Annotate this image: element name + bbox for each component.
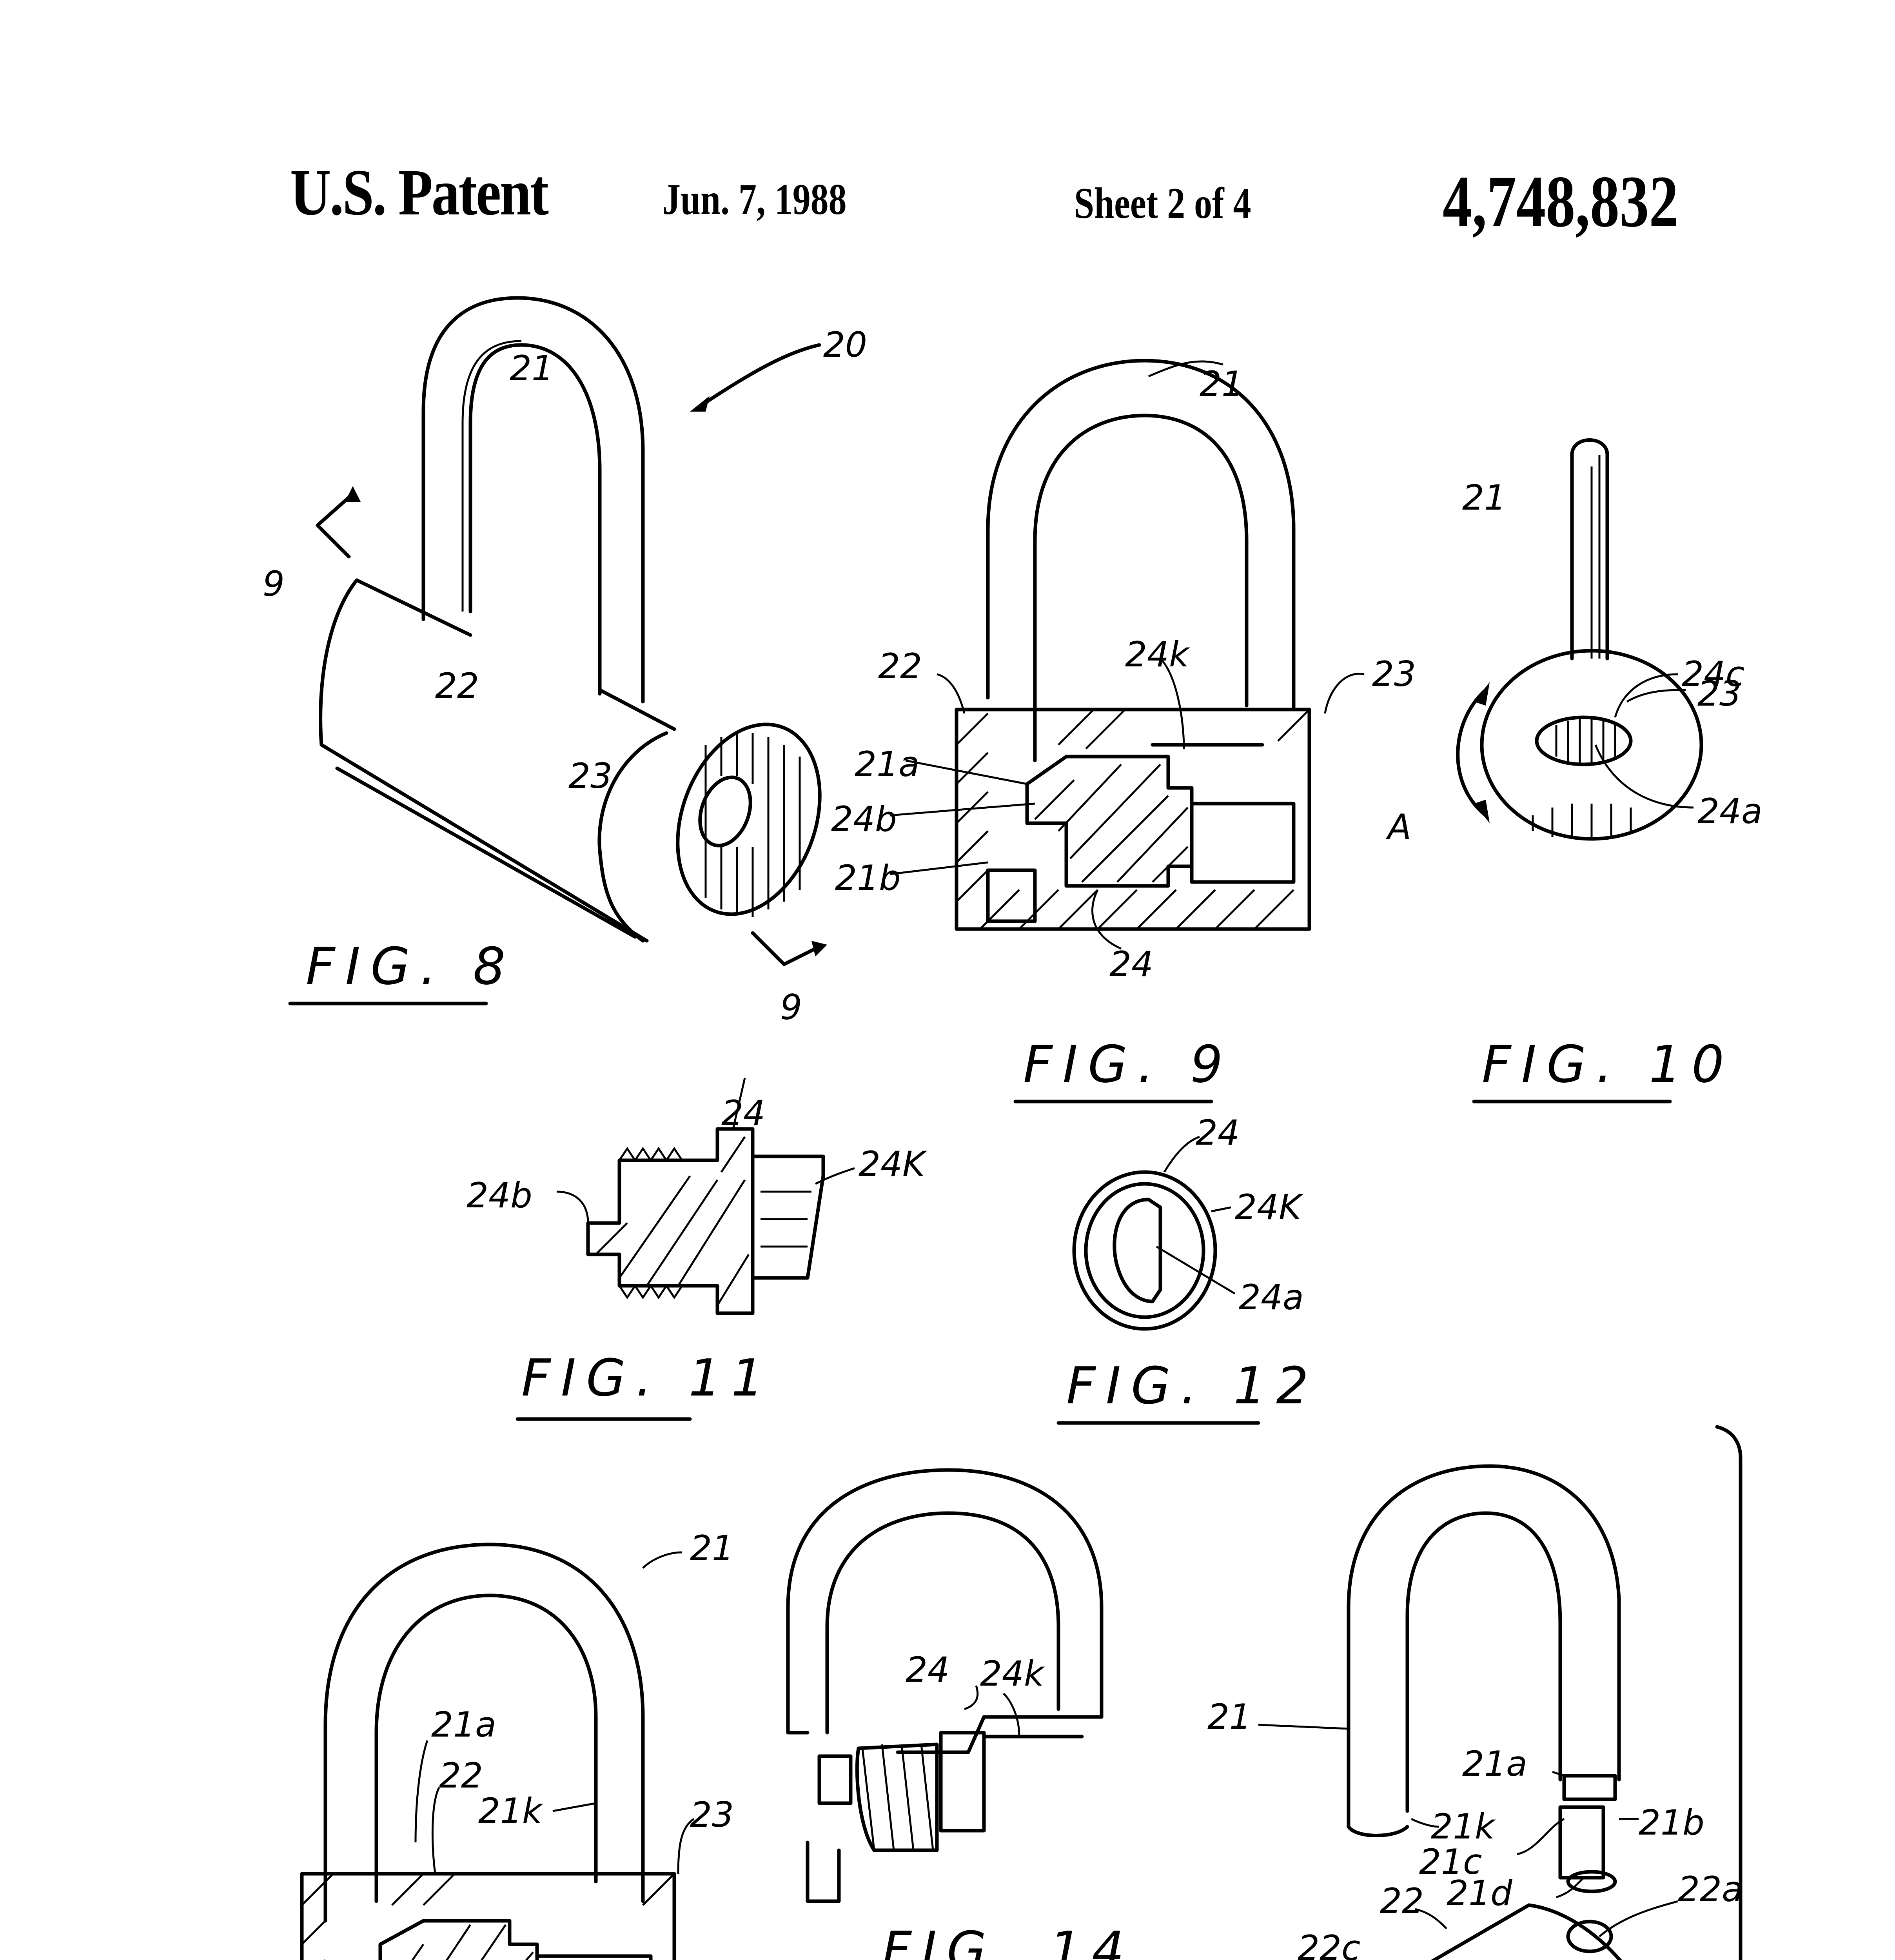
fig9-caption: FIG. 9 (1023, 1034, 1233, 1094)
fig11-label-24K: 24K (859, 1144, 928, 1184)
fig10-caption: FIG. 10 (1482, 1034, 1734, 1094)
fig15-label-21k: 21k (1431, 1806, 1496, 1847)
patent-header-title: U.S. Patent (290, 156, 549, 229)
fig15-label-22: 22 (1380, 1881, 1424, 1921)
fig12-caption: FIG. 12 (1066, 1356, 1319, 1416)
fig15-label-22c: 22c (1298, 1928, 1360, 1960)
fig12-label-24K: 24K (1235, 1187, 1304, 1227)
fig10-label-A: A (1386, 807, 1411, 847)
fig8-label-9-bottom: 9 (780, 987, 802, 1027)
figure-10: 21 24c 23 A 24a FIG. 10 (1386, 438, 1762, 1103)
fig14-caption: FIG. 14 (882, 1920, 1134, 1960)
fig15-label-21: 21 (1207, 1697, 1251, 1737)
fig10-label-24a: 24a (1697, 791, 1762, 831)
fig9-label-21: 21 (1200, 364, 1243, 404)
fig11-label-24: 24 (721, 1093, 765, 1133)
fig8-caption: FIG. 8 (306, 936, 515, 996)
fig12-label-24a: 24a (1239, 1277, 1304, 1318)
fig13-label-22: 22 (439, 1755, 483, 1796)
fig15-label-21d: 21d (1447, 1873, 1513, 1913)
fig15-label-21b: 21b (1639, 1802, 1704, 1843)
fig8-label-21: 21 (510, 348, 554, 388)
sheet-number: Sheet 2 of 4 (1074, 179, 1251, 228)
fig15-label-22a: 22a (1678, 1869, 1743, 1909)
fig9-label-21a: 21a (855, 744, 920, 784)
patent-number: 4,748,832 (1443, 160, 1679, 242)
fig9-label-23: 23 (1372, 654, 1416, 694)
fig13-label-21a: 21a (431, 1704, 496, 1745)
fig9-label-21b: 21b (835, 858, 901, 898)
figure-13: 21 21a 22 21k 23 24 22e 23d 22d 24k FIG.… (300, 1528, 734, 1960)
fig13-label-21k: 21k (478, 1791, 543, 1831)
figure-15: 21 21a 21k 21b 21c 21d 22 22a 22c 24 24b… (1207, 1425, 1743, 1960)
patent-date: Jun. 7, 1988 (663, 175, 847, 224)
fig9-label-24: 24 (1109, 944, 1153, 984)
fig10-label-24c: 24c (1682, 654, 1744, 694)
fig15-label-21a: 21a (1462, 1744, 1527, 1784)
figure-11: 24 24b 24K FIG. 11 (466, 1078, 928, 1421)
figure-8: 20 21 22 23 9 9 FIG. 8 (263, 296, 867, 1027)
figure-9: 21 22 23 24k 21a 24b 21b 24 FIG. 9 (831, 359, 1416, 1103)
fig10-label-23: 23 (1697, 673, 1741, 714)
fig11-label-24b: 24b (466, 1175, 532, 1216)
fig8-label-20: 20 (823, 325, 867, 365)
fig12-label-24: 24 (1196, 1112, 1240, 1153)
fig8-label-22: 22 (435, 666, 479, 706)
fig14-label-24: 24 (906, 1650, 949, 1690)
fig9-label-24k: 24k (1125, 634, 1190, 675)
fig9-label-24b: 24b (831, 799, 897, 839)
fig9-label-22: 22 (878, 646, 922, 686)
fig8-label-9-top: 9 (263, 564, 285, 604)
fig14-label-24k: 24k (980, 1653, 1045, 1694)
figure-14: 24 24k FIG. 14 (786, 1468, 1134, 1960)
fig15-label-21c: 21c (1419, 1842, 1482, 1882)
fig13-label-21: 21 (690, 1528, 734, 1568)
fig13-label-23: 23 (690, 1795, 734, 1835)
figure-12: 24 24K 24a FIG. 12 (1056, 1112, 1319, 1425)
fig8-label-23: 23 (568, 756, 612, 796)
fig11-caption: FIG. 11 (521, 1348, 774, 1408)
fig10-label-21: 21 (1462, 477, 1506, 518)
